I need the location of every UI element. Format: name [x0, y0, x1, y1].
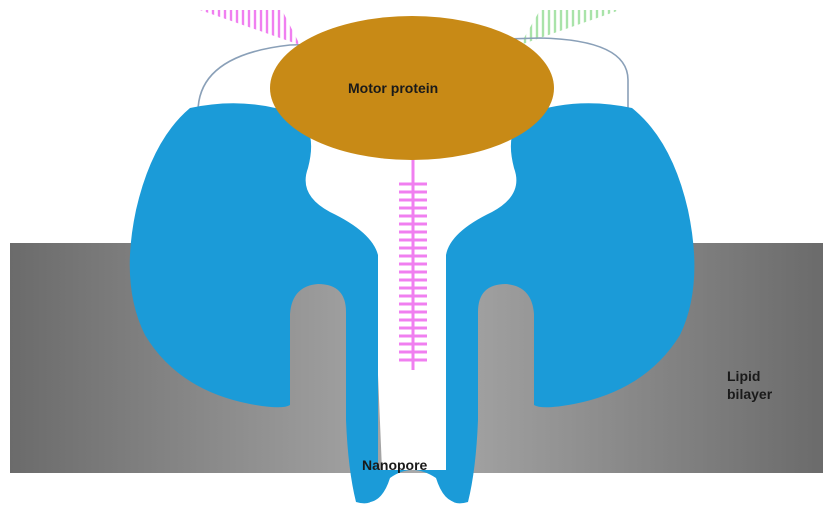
lipid-bilayer-label: Lipid bilayer — [727, 367, 772, 403]
motor-protein-label: Motor protein — [348, 79, 438, 97]
dna-strand-pink-top — [200, 10, 300, 45]
nanopore-label: Nanopore — [362, 456, 427, 474]
